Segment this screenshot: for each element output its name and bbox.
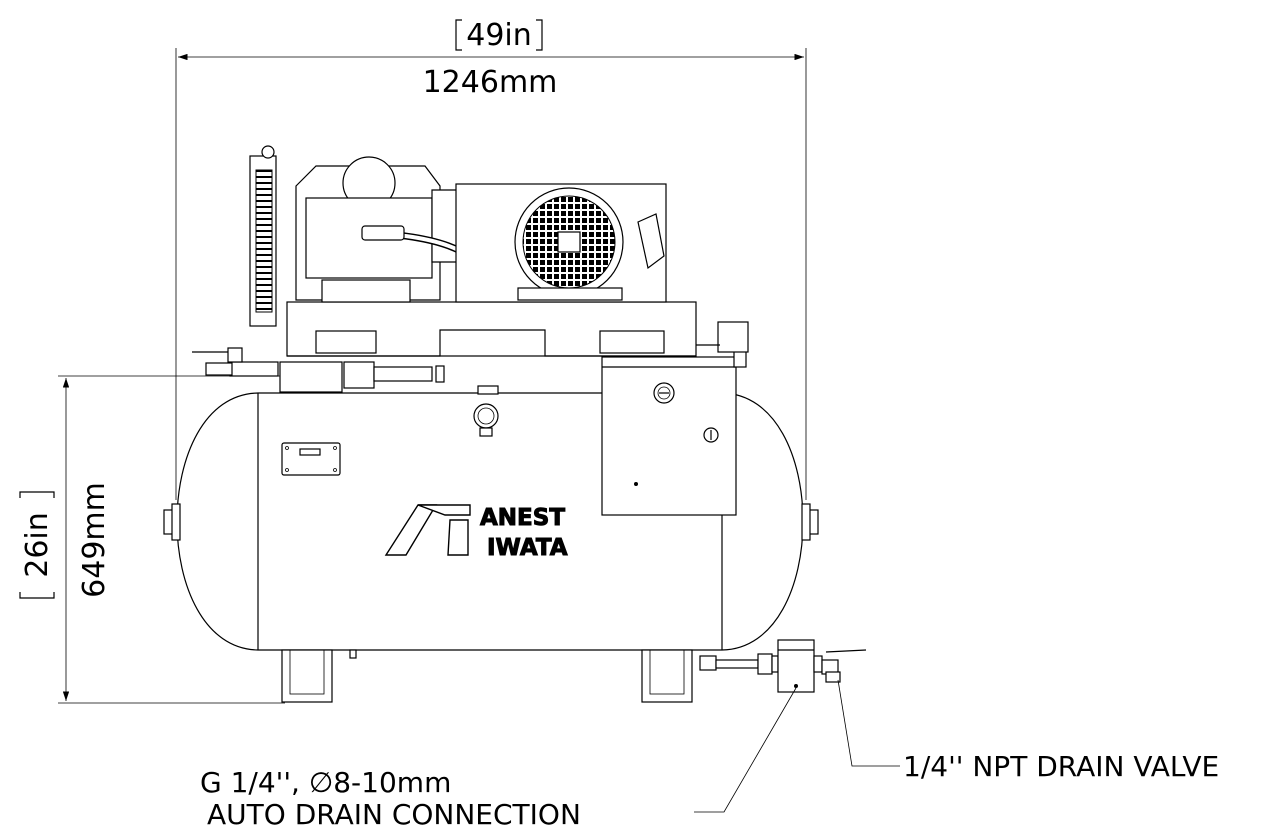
width-mm-label: 1246mm [423, 65, 558, 100]
compressor-pump [249, 145, 498, 327]
width-dimension: 49in 1246mm [175, 18, 807, 500]
logo-text-line1: ANEST [480, 505, 565, 531]
height-dimension: 26in 649mm [19, 375, 285, 704]
drain-assembly [699, 639, 867, 693]
base-plate [192, 301, 749, 395]
control-box [601, 344, 747, 516]
height-in-label: 26in [20, 512, 55, 578]
anest-iwata-logo: ANEST IWATA [384, 504, 568, 562]
electric-motor [455, 183, 667, 303]
auto-drain-label-line2: AUTO DRAIN CONNECTION [207, 798, 581, 831]
drain-valve-label: 1/4'' NPT DRAIN VALVE [903, 750, 1219, 783]
width-in-label: 49in [466, 18, 532, 53]
auto-drain-callout: G 1/4'', ∅8-10mm AUTO DRAIN CONNECTION [200, 687, 797, 831]
drain-valve-callout: 1/4'' NPT DRAIN VALVE [837, 679, 1219, 783]
logo-text-line2: IWATA [487, 535, 568, 561]
auto-drain-label-line1: G 1/4'', ∅8-10mm [200, 766, 451, 799]
height-mm-label: 649mm [77, 482, 112, 598]
